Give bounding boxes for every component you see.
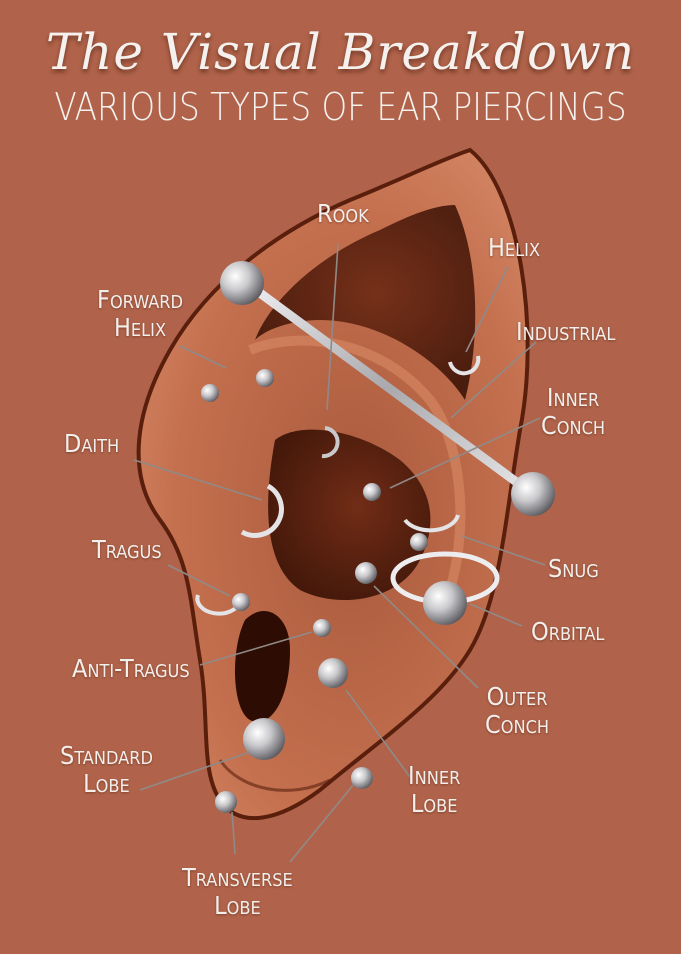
transverse-lobe-ball xyxy=(215,791,237,813)
forward-helix-ball-1 xyxy=(201,384,219,402)
orbital-ball xyxy=(423,581,467,625)
label-inner-conch: Inner Conch xyxy=(541,383,606,440)
standard-lobe-ball xyxy=(243,718,285,760)
inner-lobe-ball-bottom xyxy=(351,767,373,789)
label-anti-tragus: Anti-Tragus xyxy=(72,654,190,683)
label-orbital: Orbital xyxy=(531,617,605,646)
industrial-bar xyxy=(240,277,535,497)
anti-tragus-ball xyxy=(313,619,331,637)
label-snug: Snug xyxy=(548,554,599,583)
leader-lines xyxy=(133,243,546,863)
daith-ring xyxy=(240,483,284,538)
label-standard-lobe: Standard Lobe xyxy=(60,741,153,798)
scapha-hollow xyxy=(255,205,476,400)
rook-ring xyxy=(321,426,340,459)
forward-helix-ball-2 xyxy=(256,369,274,387)
label-daith: Daith xyxy=(64,429,120,458)
label-forward-helix: Forward Helix xyxy=(97,285,184,342)
helix-top-ball xyxy=(220,261,264,305)
page-title: The Visual Breakdown xyxy=(45,23,636,81)
label-rook: Rook xyxy=(317,199,369,228)
helix-ring xyxy=(448,355,481,376)
industrial-end-ball xyxy=(511,472,555,516)
tragus-ball xyxy=(232,593,250,611)
concha-hollow xyxy=(268,429,431,600)
ear-canal xyxy=(234,611,290,722)
inner-conch-ball xyxy=(363,483,381,501)
page-subtitle: VARIOUS TYPES OF EAR PIERCINGS xyxy=(54,85,627,129)
label-helix: Helix xyxy=(488,233,541,262)
snug-ball xyxy=(410,533,428,551)
label-industrial: Industrial xyxy=(516,317,616,346)
label-inner-lobe: Inner Lobe xyxy=(408,761,461,818)
label-outer-conch: Outer Conch xyxy=(485,682,550,739)
outer-conch-ball xyxy=(355,562,377,584)
label-tragus: Tragus xyxy=(92,535,162,564)
inner-lobe-ball-top xyxy=(318,658,348,688)
snug-ring xyxy=(403,514,460,533)
label-transverse-lobe: Transverse Lobe xyxy=(182,863,293,920)
